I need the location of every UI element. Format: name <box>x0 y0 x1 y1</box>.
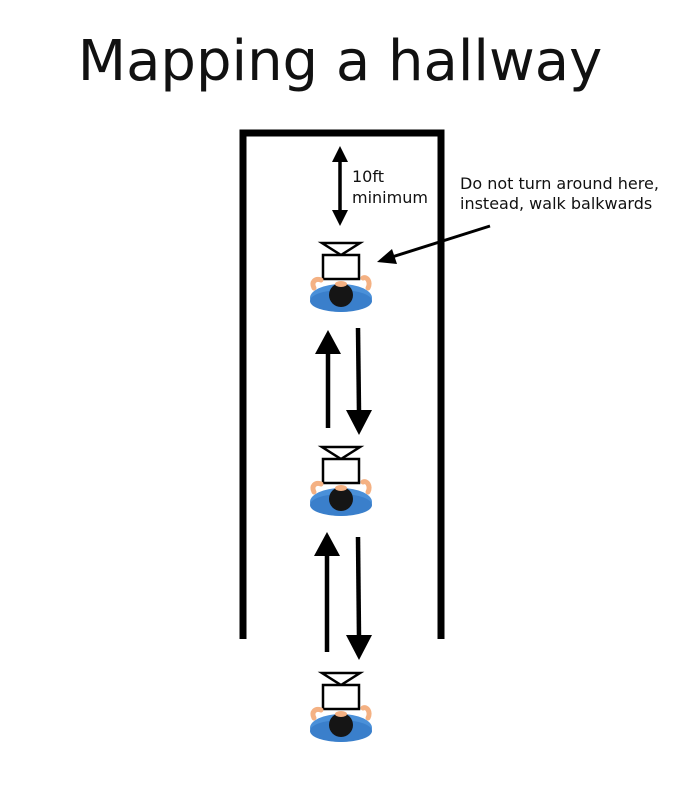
instruction-note-line2: instead, walk balkwards <box>460 194 652 213</box>
instruction-note-line1: Do not turn around here, <box>460 174 659 193</box>
page-title: Mapping a hallway <box>78 29 602 94</box>
walker-middle-icon <box>310 447 372 516</box>
distance-label-line2: minimum <box>352 188 428 207</box>
backward-arrow-upper <box>346 327 372 435</box>
forward-arrow-upper <box>315 330 341 428</box>
instruction-pointer-arrow <box>377 224 491 264</box>
walker-top-icon <box>310 243 372 312</box>
backward-arrow-lower <box>346 536 372 660</box>
walker-bottom-icon <box>310 673 372 742</box>
hallway-walls <box>239 129 445 639</box>
distance-label-line1: 10ft <box>352 167 384 186</box>
forward-arrow-lower <box>314 532 340 652</box>
distance-arrow <box>332 146 348 226</box>
